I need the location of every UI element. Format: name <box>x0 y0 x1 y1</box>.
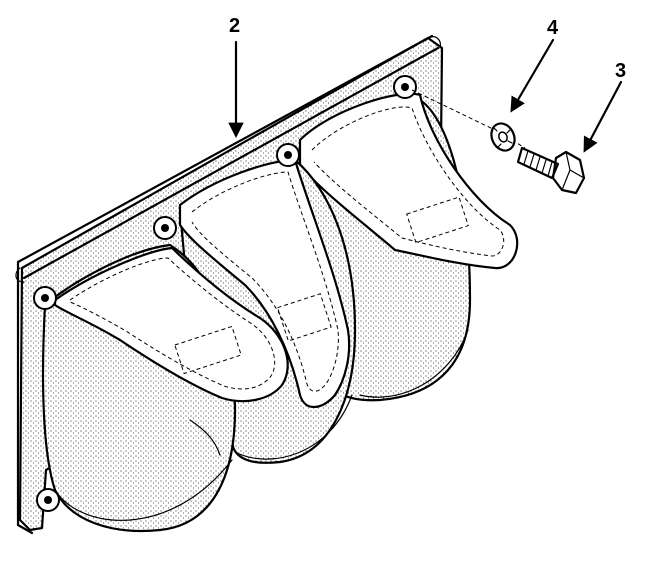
leader-arrow-screw <box>583 80 623 153</box>
grommet-top-right <box>393 75 417 99</box>
callout-screw: 3 <box>615 60 627 82</box>
lock-washer <box>490 122 516 152</box>
flap-left <box>53 246 289 403</box>
leader-arrow-washer <box>510 38 555 113</box>
grommet-top-left <box>33 286 57 310</box>
grommet-top-center-right <box>276 143 300 167</box>
callout-washer: 4 <box>547 17 559 39</box>
grommet-top-center-left <box>153 216 177 240</box>
callout-panel: 2 <box>229 15 241 37</box>
flap-middle <box>178 158 351 409</box>
hex-screw <box>516 146 586 195</box>
grommet-bottom-left <box>36 488 60 512</box>
